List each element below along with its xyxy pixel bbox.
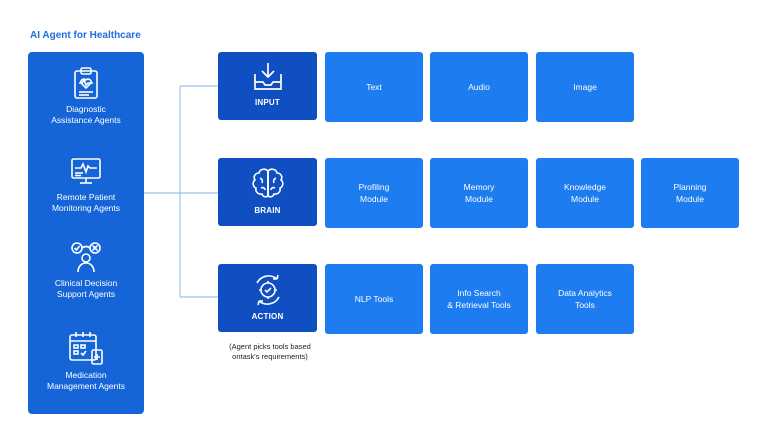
- hub-input: INPUT: [218, 52, 317, 120]
- brain-icon: [251, 168, 284, 198]
- agent-clinical-decision: Clinical Decision Support Agents: [28, 240, 144, 300]
- brain-item: Memory Module: [430, 158, 528, 228]
- agents-panel: Diagnostic Assistance Agents Remote Pati…: [28, 52, 144, 414]
- page-title: AI Agent for Healthcare: [30, 30, 141, 41]
- hub-label: BRAIN: [254, 206, 281, 215]
- input-item: Image: [536, 52, 634, 122]
- agent-label: Diagnostic Assistance Agents: [51, 104, 121, 125]
- action-note: (Agent picks tools based ontask's requir…: [229, 342, 311, 361]
- hub-action: ACTION: [218, 264, 317, 332]
- input-item: Audio: [430, 52, 528, 122]
- agent-medication: Medication Management Agents: [28, 330, 144, 392]
- brain-item: Planning Module: [641, 158, 739, 228]
- input-item: Text: [325, 52, 423, 122]
- action-item: NLP Tools: [325, 264, 423, 334]
- calendar-medication-icon: [69, 332, 103, 365]
- hub-label: INPUT: [255, 98, 280, 107]
- hub-label: ACTION: [251, 312, 284, 321]
- action-item: Info Search & Retrieval Tools: [430, 264, 528, 334]
- agent-remote-monitoring: Remote Patient Monitoring Agents: [28, 154, 144, 214]
- inbox-download-icon: [253, 63, 282, 90]
- action-item: Data Analytics Tools: [536, 264, 634, 334]
- clipboard-heart-icon: [74, 67, 98, 99]
- hub-brain: BRAIN: [218, 158, 317, 226]
- brain-item: Knowledge Module: [536, 158, 634, 228]
- agent-diagnostic: Diagnostic Assistance Agents: [28, 66, 144, 126]
- agent-label: Remote Patient Monitoring Agents: [51, 192, 121, 213]
- agent-label: Medication Management Agents: [47, 370, 125, 391]
- monitor-pulse-icon: [71, 158, 101, 184]
- gear-cycle-icon: [255, 274, 280, 306]
- doctor-decision-icon: [71, 242, 101, 273]
- agent-label: Clinical Decision Support Agents: [54, 278, 118, 299]
- brain-item: Profiling Module: [325, 158, 423, 228]
